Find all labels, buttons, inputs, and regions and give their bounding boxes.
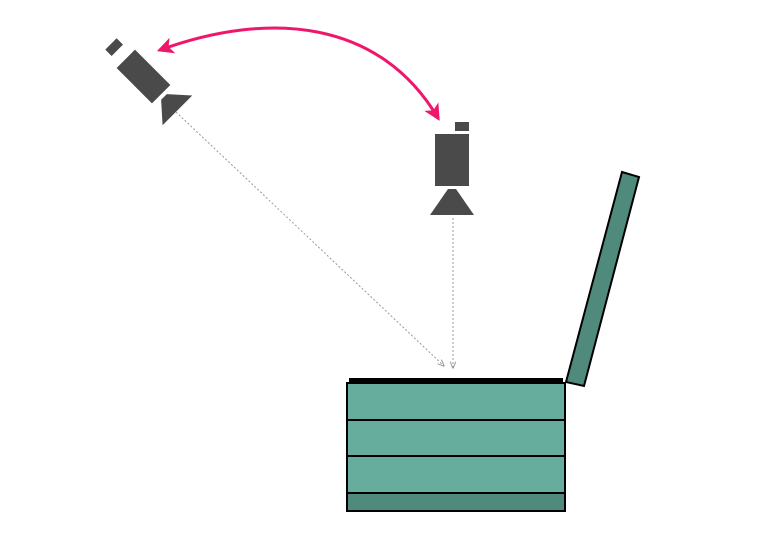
camera-icon [105, 38, 193, 126]
rotation-arrow [156, 26, 440, 121]
camera-lens [430, 189, 474, 215]
box-base-stripe [348, 493, 564, 510]
sight-line-angled [175, 111, 444, 366]
camera-viewfinder [455, 122, 469, 131]
box-top-edge [349, 378, 563, 383]
box-body [346, 382, 566, 512]
camera-viewfinder [105, 38, 123, 56]
open-box [346, 170, 641, 512]
camera-icon [430, 122, 474, 215]
camera-body [435, 134, 469, 186]
camera-body [116, 49, 171, 104]
box-lid [564, 170, 641, 388]
camera-lens [161, 94, 193, 126]
